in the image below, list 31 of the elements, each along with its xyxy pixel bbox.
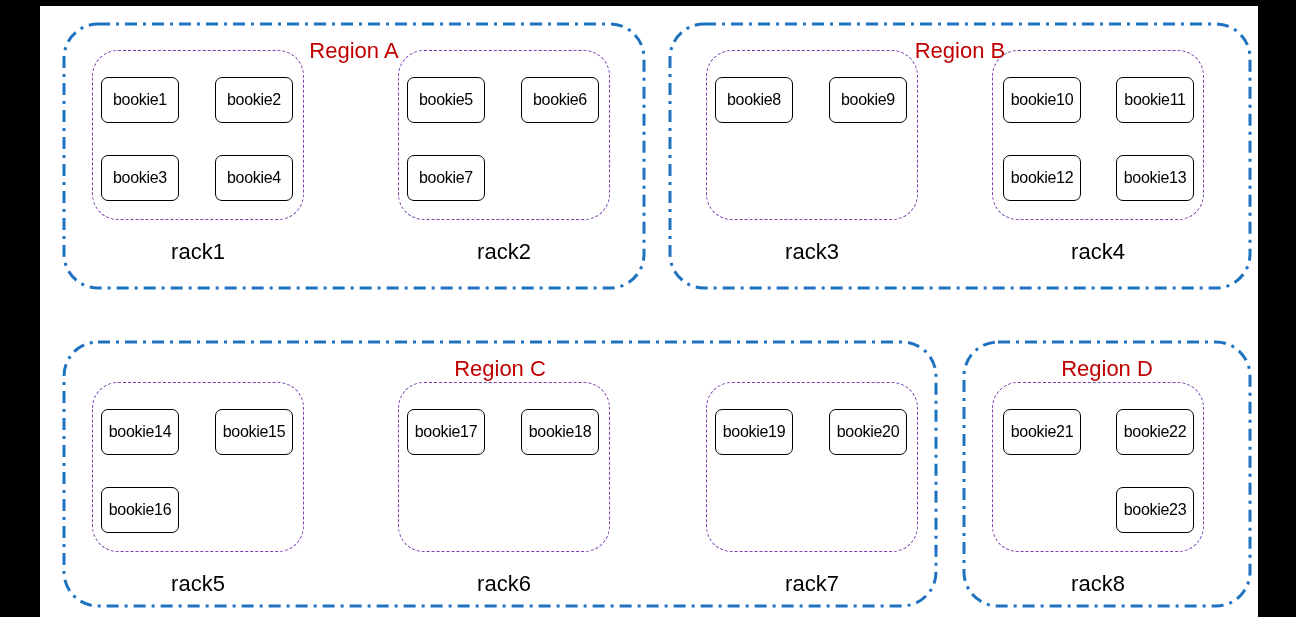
bookie-box: bookie19: [715, 409, 793, 455]
bookie-box: bookie16: [101, 487, 179, 533]
bookie-box: bookie21: [1003, 409, 1081, 455]
bookie-box: bookie15: [215, 409, 293, 455]
bookie-box: bookie3: [101, 155, 179, 201]
rack-label: rack6: [477, 570, 531, 598]
bookie-box: bookie10: [1003, 77, 1081, 123]
bookie-box: bookie11: [1116, 77, 1194, 123]
bookie-box: bookie2: [215, 77, 293, 123]
rack-label: rack3: [785, 238, 839, 266]
bookie-box: bookie17: [407, 409, 485, 455]
rack-label: rack2: [477, 238, 531, 266]
rack-label: rack1: [171, 238, 225, 266]
rack-label: rack8: [1071, 570, 1125, 598]
bookie-box: bookie4: [215, 155, 293, 201]
bookie-box: bookie6: [521, 77, 599, 123]
bookie-box: bookie13: [1116, 155, 1194, 201]
bookie-box: bookie18: [521, 409, 599, 455]
bookie-box: bookie23: [1116, 487, 1194, 533]
rack-label: rack5: [171, 570, 225, 598]
bookie-box: bookie1: [101, 77, 179, 123]
bookie-box: bookie14: [101, 409, 179, 455]
bookie-box: bookie12: [1003, 155, 1081, 201]
bookie-box: bookie20: [829, 409, 907, 455]
bookie-box: bookie22: [1116, 409, 1194, 455]
bookie-box: bookie7: [407, 155, 485, 201]
bookie-box: bookie5: [407, 77, 485, 123]
bookie-box: bookie9: [829, 77, 907, 123]
rack-label: rack7: [785, 570, 839, 598]
rack-label: rack4: [1071, 238, 1125, 266]
bookie-box: bookie8: [715, 77, 793, 123]
